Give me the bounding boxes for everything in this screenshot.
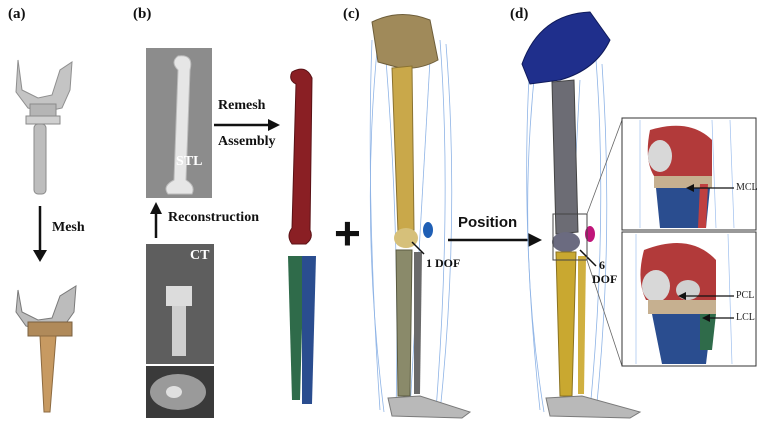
ct-label: CT [190, 248, 209, 264]
position-label: Position [458, 214, 517, 231]
mesh-label: Mesh [52, 220, 85, 236]
knee-inset-upper [622, 118, 756, 230]
lcl-label: LCL [736, 312, 755, 323]
reconstruction-arrow [150, 202, 162, 238]
ct-scan-box [146, 244, 214, 418]
one-dof-label: 1 DOF [426, 256, 460, 271]
implant-meshed-model [16, 286, 76, 412]
stl-label: STL [176, 154, 202, 170]
pcl-label: PCL [736, 290, 754, 301]
remeshed-tibia-fibula [288, 256, 316, 404]
remesh-label: Remesh [218, 98, 265, 114]
mesh-arrow [33, 206, 47, 262]
six-dof-label: DOF [592, 272, 617, 287]
remeshed-femur-red [289, 69, 312, 244]
implant-cad-model [16, 60, 72, 194]
mcl-label: MCL [736, 182, 758, 193]
assembly-label: Assembly [218, 134, 276, 150]
stl-model-box [146, 48, 212, 198]
six-dof-number: 6 [599, 258, 605, 273]
plus-sign: + [334, 206, 361, 260]
leg-model-c [370, 14, 470, 418]
remesh-arrow [214, 119, 280, 131]
reconstruction-label: Reconstruction [168, 210, 259, 226]
